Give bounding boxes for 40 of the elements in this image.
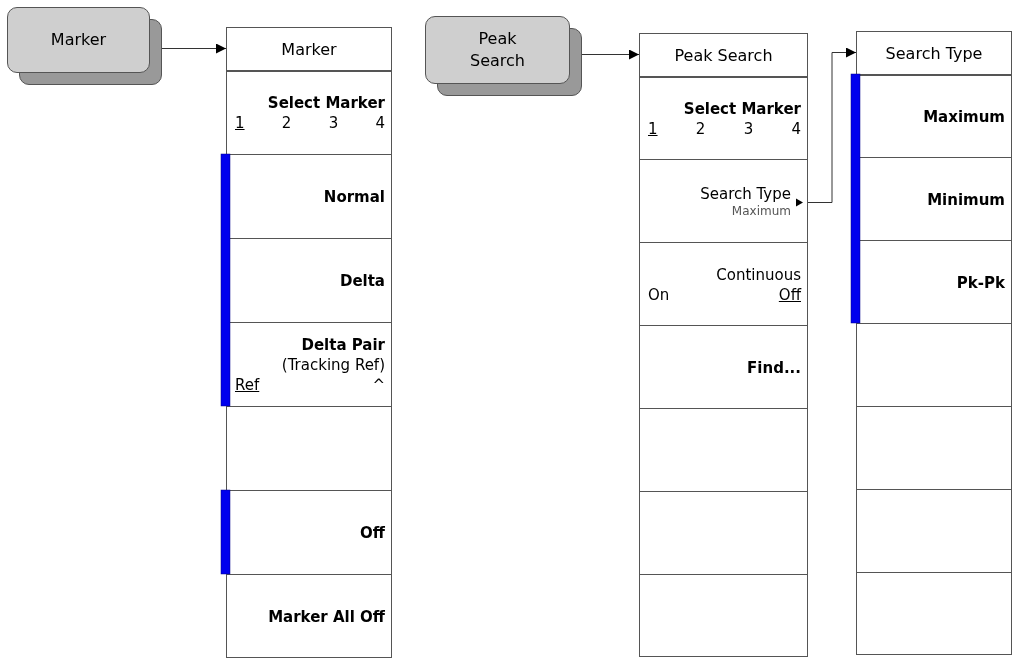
softkey-menu [639,33,808,657]
softkey-sublabel: Maximum [731,204,791,219]
arrow [807,47,857,203]
arrow [161,43,227,54]
key-label: Marker [49,29,108,51]
softkey-label: Marker All Off [268,607,385,627]
softkey-label: Minimum [927,189,1005,210]
softkey-label: Continuous [716,264,801,285]
option-label: 3 [743,118,754,139]
softkey-label: Search Type [700,184,791,204]
option-label: 1 [235,113,245,133]
menu-title: Search Type [885,44,983,63]
softkey-sublabel: (Tracking Ref) [281,355,385,375]
option-label: Ref [235,375,260,395]
option-label: 4 [375,113,385,133]
softkey-label: Maximum [923,106,1005,127]
arrow [581,49,640,60]
option-label: 2 [281,113,292,133]
option-label: 4 [791,118,801,139]
option-label: ^ [372,375,385,395]
softkey-label: Normal [323,187,385,207]
softkey-label: Select Marker [683,98,801,119]
key-label: Peak Search [469,28,526,72]
hardkey-button [425,16,582,96]
hardkey-button [7,7,162,85]
softkey-label: Delta [339,271,385,291]
softkey-label: Pk-Pk [956,272,1005,293]
softkey-menu [226,27,392,658]
menu-title: Peak Search [674,46,773,65]
option-label: 3 [328,113,339,133]
option-label: On [648,284,670,305]
option-label: 2 [695,118,706,139]
option-label: 1 [648,118,658,139]
softkey-label: Select Marker [267,93,385,113]
softkey-menu [856,31,1012,655]
softkey-label: Off [360,523,385,543]
softkey-label: Find... [747,357,801,378]
softkey-label: Delta Pair [301,335,385,355]
menu-title: Marker [281,40,337,59]
option-label: Off [778,284,801,305]
